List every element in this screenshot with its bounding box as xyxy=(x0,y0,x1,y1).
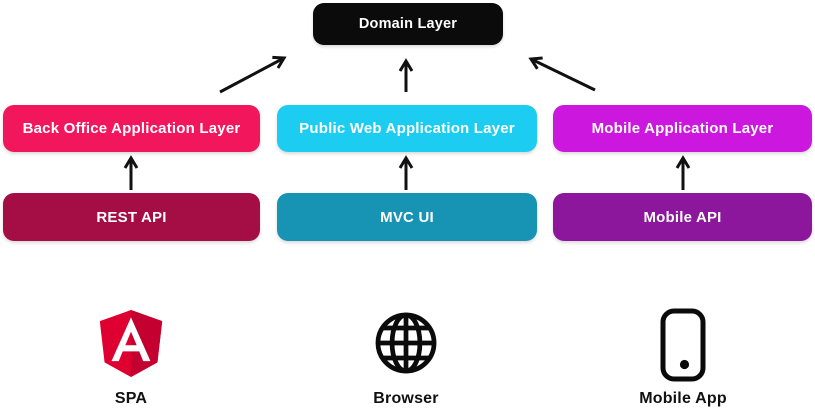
globe-icon xyxy=(375,312,437,374)
angular-logo-icon xyxy=(99,310,163,377)
domain-layer-box: Domain Layer xyxy=(313,3,503,45)
rest-api-box: REST API xyxy=(3,193,260,241)
mvc-ui-label: MVC UI xyxy=(380,208,434,226)
back-office-application-layer-label: Back Office Application Layer xyxy=(22,120,241,137)
back-office-application-layer-box: Back Office Application Layer xyxy=(3,105,260,152)
arrow-backoffice-to-domain xyxy=(219,55,287,94)
mobile-api-label: Mobile API xyxy=(643,208,722,226)
spa-label: SPA xyxy=(114,390,148,407)
browser-label: Browser xyxy=(373,390,439,407)
arrow-mobilelayer-to-domain xyxy=(528,56,596,92)
mobile-api-box: Mobile API xyxy=(553,193,812,241)
mobile-app-label: Mobile App xyxy=(639,390,727,407)
public-web-application-layer-label: Public Web Application Layer xyxy=(299,120,515,137)
mvc-ui-box: MVC UI xyxy=(277,193,537,241)
smartphone-icon xyxy=(660,308,706,382)
public-web-application-layer-box: Public Web Application Layer xyxy=(277,105,537,152)
rest-api-label: REST API xyxy=(96,208,167,226)
domain-layer-label: Domain Layer xyxy=(358,16,458,32)
mobile-application-layer-label: Mobile Application Layer xyxy=(591,120,774,137)
mobile-application-layer-box: Mobile Application Layer xyxy=(553,105,812,152)
